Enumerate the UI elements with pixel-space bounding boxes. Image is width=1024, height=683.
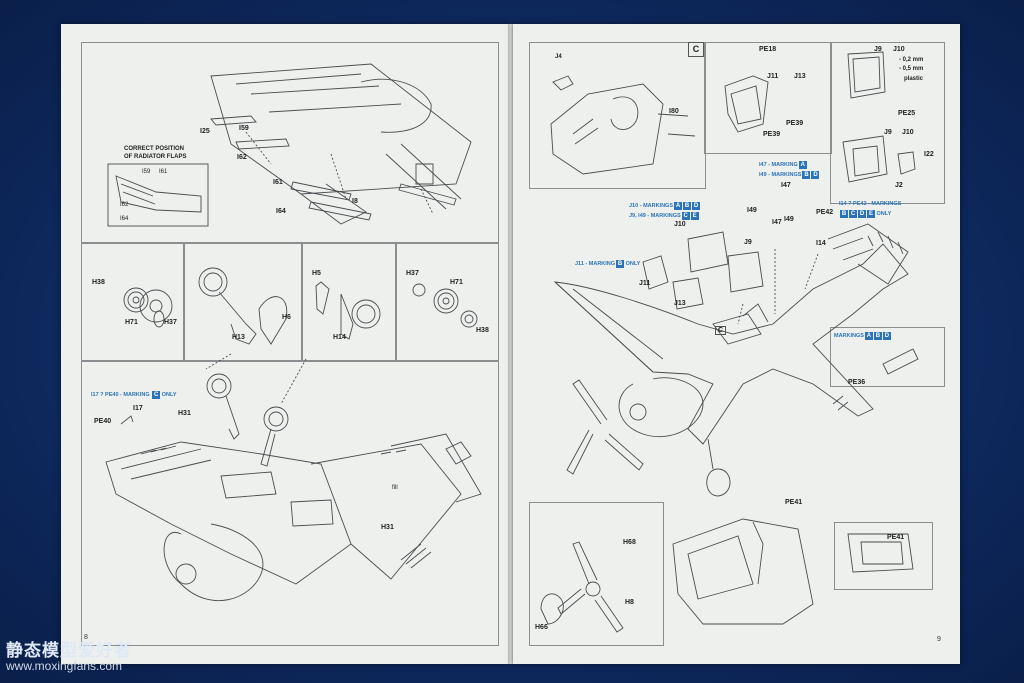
part-h66: H66 [535,624,548,631]
panel-strut-right [301,242,397,362]
part-pe42: PE42 [816,209,834,216]
part-j4: J4 [555,54,562,60]
part-j9: J9 [874,46,882,53]
part-i62-inset: I62 [120,202,129,208]
panel-cockpit-top [529,42,706,189]
part-h38-right: H38 [476,327,489,334]
part-i61: I61 [273,179,283,186]
part-pe41: PE41 [785,499,803,506]
marking-note-i17: I17 ? PE40 - MARKING C ONLY [91,391,177,399]
part-i64-inset: I64 [120,216,129,222]
panel-canopy-frame [704,42,832,154]
part-h31: H31 [178,410,191,417]
page-number-left: 8 [84,634,88,641]
part-j10-mid: J10 [674,221,686,228]
callout-c: C [715,326,727,335]
part-j11: J11 [767,73,779,80]
part-i64: I64 [276,208,286,215]
panel-canopy-thickness [830,42,945,204]
part-j13: J13 [794,73,806,80]
panel-pe41 [834,522,933,590]
part-h37-right: H37 [406,270,419,277]
part-i61-inset: I61 [159,169,168,175]
booklet-spine [508,24,514,664]
panel-propeller [529,502,664,646]
fill-note: fill [392,485,398,491]
part-i47: I47 [781,182,791,189]
part-j11-mid: J11 [639,280,651,287]
part-h71: H71 [125,319,138,326]
part-i22: I22 [924,151,934,158]
page-number-right: 9 [937,636,941,643]
wing-assembly-drawing [105,63,482,602]
part-i80: I80 [669,108,679,115]
part-h5: H5 [312,270,321,277]
instruction-page-left: I25 I59 I62 I61 I64 I8 CORRECT POSITION … [61,24,509,664]
site-watermark-url: www.moxingfans.com [6,659,123,673]
part-i62: I62 [237,154,247,161]
panel-wheel-right [395,242,499,362]
part-i49: I49 [747,207,757,214]
step-letter-c: C [688,42,704,57]
part-h31-wing: H31 [381,524,394,531]
fuselage-assembly-drawing [540,51,919,633]
part-h68: H68 [623,539,636,546]
part-pe39-lower: PE39 [763,131,781,138]
part-pe36: PE36 [848,379,866,386]
part-h71-right: H71 [450,279,463,286]
panel-pe36 [830,327,945,387]
part-j13-mid: J13 [674,300,686,307]
instruction-page-right: C [513,24,960,664]
thickness-0-2: - 0,2 mm [899,57,924,63]
part-pe25: PE25 [898,110,916,117]
part-j9-mid: J9 [744,239,752,246]
part-pe41-inset: PE41 [887,534,905,541]
part-pe40: PE40 [94,418,112,425]
part-i49-lower: I49 [784,216,794,223]
part-h14: H14 [333,334,346,341]
plastic-note: plastic [904,76,924,82]
thickness-0-5: - 0,5 mm [899,66,924,72]
panel-wheel-left [81,242,185,362]
part-j10: J10 [893,46,905,53]
radiator-note-line2: OF RADIATOR FLAPS [124,154,187,160]
part-i59-inset: I59 [142,169,151,175]
panel-wing-flaps [81,42,499,244]
part-pe18: PE18 [759,46,777,53]
part-h13: H13 [232,334,245,341]
panel-strut-left [183,242,303,362]
part-j2: J2 [895,182,903,189]
part-i25: I25 [200,128,210,135]
part-i14: I14 [816,240,826,247]
part-h6: H6 [282,314,291,321]
radiator-note-line1: CORRECT POSITION [124,146,185,152]
part-i59: I59 [239,125,249,132]
marking-i14: I14 ? PE42 - MARKINGS [839,201,902,207]
panel-main-wing [81,360,499,646]
part-i17: I17 [133,405,143,412]
part-i47-lower: I47 [772,219,782,226]
part-h8: H8 [625,599,634,606]
part-i8: I8 [352,198,358,205]
part-h37: H37 [164,319,177,326]
part-h38: H38 [92,279,105,286]
part-j10-second: J10 [902,129,914,136]
part-pe39: PE39 [786,120,804,127]
site-watermark-title: 静态模型爱好者 [6,641,132,660]
part-j9-second: J9 [884,129,892,136]
